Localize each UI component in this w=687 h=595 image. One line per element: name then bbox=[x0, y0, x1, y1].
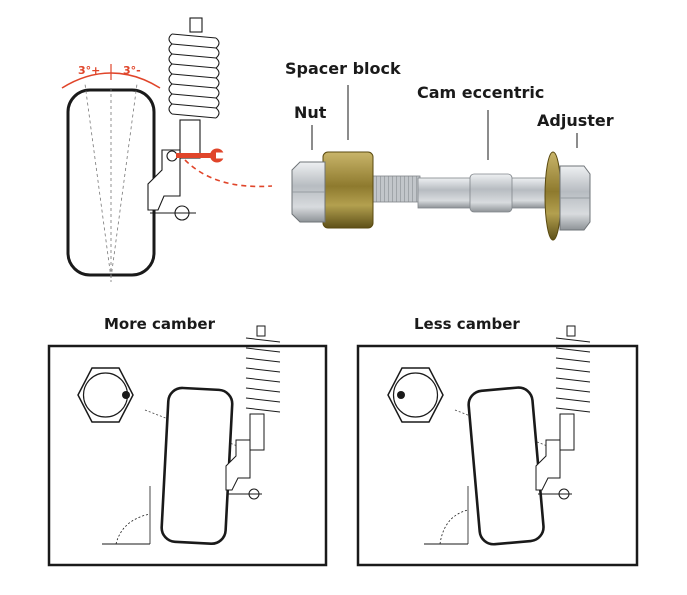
cam-lobe bbox=[469, 173, 513, 213]
more-camber-panel bbox=[47, 325, 328, 567]
nut-label: Nut bbox=[294, 103, 327, 122]
less-cam-dot bbox=[397, 391, 405, 399]
strut-top-mount bbox=[189, 17, 203, 33]
negative-camber-arc bbox=[110, 72, 161, 89]
more-camber-title: More camber bbox=[104, 315, 215, 333]
negative-camber-line bbox=[110, 83, 138, 279]
bolt-thread bbox=[369, 175, 421, 203]
less-camber-strut bbox=[535, 325, 591, 500]
more-cam-hex bbox=[77, 367, 134, 423]
less-camber-frame bbox=[356, 344, 639, 567]
positive-camber-arc bbox=[61, 72, 112, 89]
less-cam-circle bbox=[392, 372, 439, 418]
less-camber-panel bbox=[356, 325, 639, 567]
adjuster-washer bbox=[544, 151, 562, 241]
strut-body bbox=[179, 119, 201, 159]
positive-camber-line bbox=[84, 83, 112, 279]
negative-camber-label: 3°- bbox=[123, 64, 141, 77]
cam-bolt-assembly bbox=[291, 85, 591, 241]
less-angle-arc bbox=[439, 509, 469, 545]
spacer-block bbox=[322, 151, 374, 229]
spacer-block-label: Spacer block bbox=[285, 59, 401, 78]
cam-bolt-hole bbox=[166, 150, 178, 162]
less-camber-tyre bbox=[467, 386, 545, 546]
coil-spring bbox=[147, 17, 220, 221]
cam-eccentric-label: Cam eccentric bbox=[417, 83, 545, 102]
positive-camber-label: 3°+ bbox=[78, 64, 101, 77]
less-cam-hex bbox=[387, 367, 444, 423]
more-camber-strut bbox=[225, 325, 281, 500]
more-angle-arc bbox=[115, 513, 151, 545]
wrench-icon bbox=[176, 148, 224, 163]
strut-knuckle bbox=[147, 149, 181, 211]
less-camber-title: Less camber bbox=[414, 315, 520, 333]
tyre-outline bbox=[66, 88, 156, 277]
adjuster-label: Adjuster bbox=[537, 111, 614, 130]
callout-connector bbox=[184, 159, 273, 188]
wheel-strut-illustration bbox=[61, 17, 273, 282]
more-camber-frame bbox=[47, 344, 328, 567]
more-camber-tyre bbox=[160, 386, 234, 545]
more-cam-dot bbox=[122, 391, 130, 399]
